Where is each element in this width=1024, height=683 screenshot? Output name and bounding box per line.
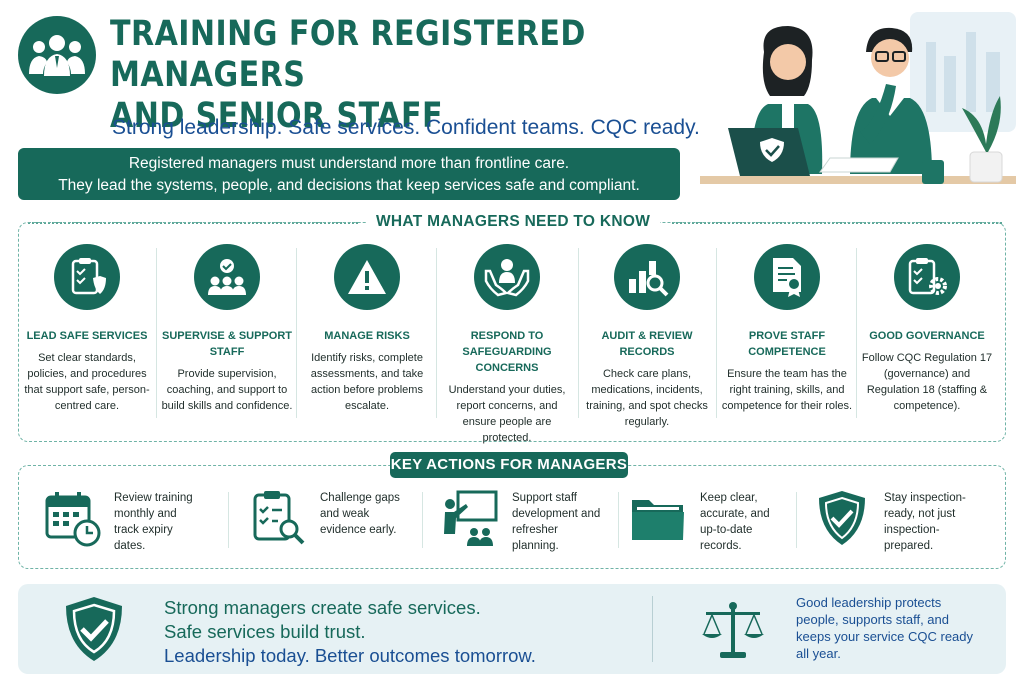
know-item-safeguarding: RESPOND TO SAFEGUARDING CONCERNS Underst…	[440, 244, 574, 446]
know-item-staff-competence: PROVE STAFF COMPETENCE Ensure the team h…	[720, 244, 854, 414]
action-item-challenge-gaps: Challenge gaps and weak evidence early.	[248, 487, 408, 549]
know-item-title: GOOD GOVERNANCE	[869, 330, 985, 342]
know-item-desc: Check care plans, medications, incidents…	[586, 368, 708, 428]
divider	[796, 492, 797, 548]
divider	[578, 248, 579, 418]
know-divider-right	[672, 222, 1002, 224]
know-item-title: RESPOND TO SAFEGUARDING CONCERNS	[462, 330, 552, 374]
know-divider-left	[28, 222, 358, 224]
divider	[856, 248, 857, 418]
clipboard-gear-icon	[894, 244, 960, 310]
footer-banner	[18, 584, 1006, 674]
divider	[296, 248, 297, 418]
calendar-clock-icon	[42, 487, 102, 549]
divider	[436, 248, 437, 418]
know-item-desc: Identify risks, complete assessments, an…	[310, 352, 424, 412]
managers-meeting-illustration	[700, 12, 1016, 184]
divider	[618, 492, 619, 548]
page-subtitle: Strong leadership. Safe services. Confid…	[112, 116, 700, 139]
know-item-desc: Understand your duties, report concerns,…	[448, 384, 566, 444]
know-item-title: MANAGE RISKS	[324, 330, 410, 342]
know-item-lead-safe-services: LEAD SAFE SERVICES Set clear standards, …	[20, 244, 154, 414]
hands-person-icon	[474, 244, 540, 310]
action-item-support-development: Support staff development and refresher …	[440, 487, 602, 554]
managers-logo	[18, 16, 96, 94]
footer-line-3: Leadership today. Better outcomes tomorr…	[164, 645, 536, 666]
know-item-title: AUDIT & REVIEW RECORDS	[601, 330, 693, 358]
know-item-title: LEAD SAFE SERVICES	[26, 330, 148, 342]
clipboard-shield-icon	[54, 244, 120, 310]
action-item-keep-records: Keep clear, accurate, and up-to-date rec…	[628, 487, 780, 554]
know-item-desc: Provide supervision, coaching, and suppo…	[161, 368, 293, 412]
intro-line-1: Registered managers must understand more…	[128, 155, 570, 172]
know-item-desc: Set clear standards, policies, and proce…	[24, 352, 150, 412]
know-item-supervise-support: SUPERVISE & SUPPORT STAFF Provide superv…	[160, 244, 294, 414]
shield-check-icon	[812, 487, 872, 549]
shield-check-icon	[66, 597, 122, 661]
footer-right-text: Good leadership protects people, support…	[796, 595, 974, 661]
folder-icon	[628, 487, 688, 549]
presentation-icon	[440, 487, 500, 549]
footer-slogan: Strong managers create safe services. Sa…	[164, 596, 536, 668]
know-item-audit-review: AUDIT & REVIEW RECORDS Check care plans,…	[580, 244, 714, 430]
know-item-desc: Follow CQC Regulation 17 (governance) an…	[861, 352, 993, 412]
footer-line-1: Strong managers create safe services.	[164, 597, 481, 618]
action-text: Keep clear, accurate, and up-to-date rec…	[700, 492, 770, 552]
page-title: TRAINING FOR REGISTERED MANAGERS AND SEN…	[110, 14, 586, 136]
chart-magnifier-icon	[614, 244, 680, 310]
intro-line-2: They lead the systems, people, and decis…	[58, 177, 640, 194]
intro-banner: Registered managers must understand more…	[18, 148, 680, 200]
actions-heading: KEY ACTIONS FOR MANAGERS	[390, 452, 628, 478]
team-icon	[29, 35, 85, 76]
divider	[228, 492, 229, 548]
action-text: Stay inspection-ready, not just inspecti…	[884, 492, 966, 552]
know-item-manage-risks: MANAGE RISKS Identify risks, complete as…	[300, 244, 434, 414]
know-item-title: SUPERVISE & SUPPORT STAFF	[162, 330, 292, 358]
warning-icon	[334, 244, 400, 310]
scales-icon	[702, 602, 764, 658]
divider	[716, 248, 717, 418]
divider	[156, 248, 157, 418]
action-text: Challenge gaps and weak evidence early.	[320, 492, 400, 536]
know-item-good-governance: GOOD GOVERNANCE Follow CQC Regulation 17…	[860, 244, 994, 414]
know-heading: WHAT MANAGERS NEED TO KNOW	[366, 213, 661, 231]
action-text: Review training monthly and track expiry…	[114, 492, 193, 552]
action-item-review-training: Review training monthly and track expiry…	[42, 487, 198, 554]
certificate-icon	[754, 244, 820, 310]
action-text: Support staff development and refresher …	[512, 492, 601, 552]
know-item-title: PROVE STAFF COMPETENCE	[748, 330, 826, 358]
know-item-desc: Ensure the team has the right training, …	[721, 368, 853, 412]
divider	[422, 492, 423, 548]
clipboard-search-icon	[248, 487, 308, 549]
action-item-inspection-ready: Stay inspection-ready, not just inspecti…	[812, 487, 980, 554]
divider	[652, 596, 653, 662]
team-check-icon	[194, 244, 260, 310]
footer-line-2: Safe services build trust.	[164, 621, 366, 642]
